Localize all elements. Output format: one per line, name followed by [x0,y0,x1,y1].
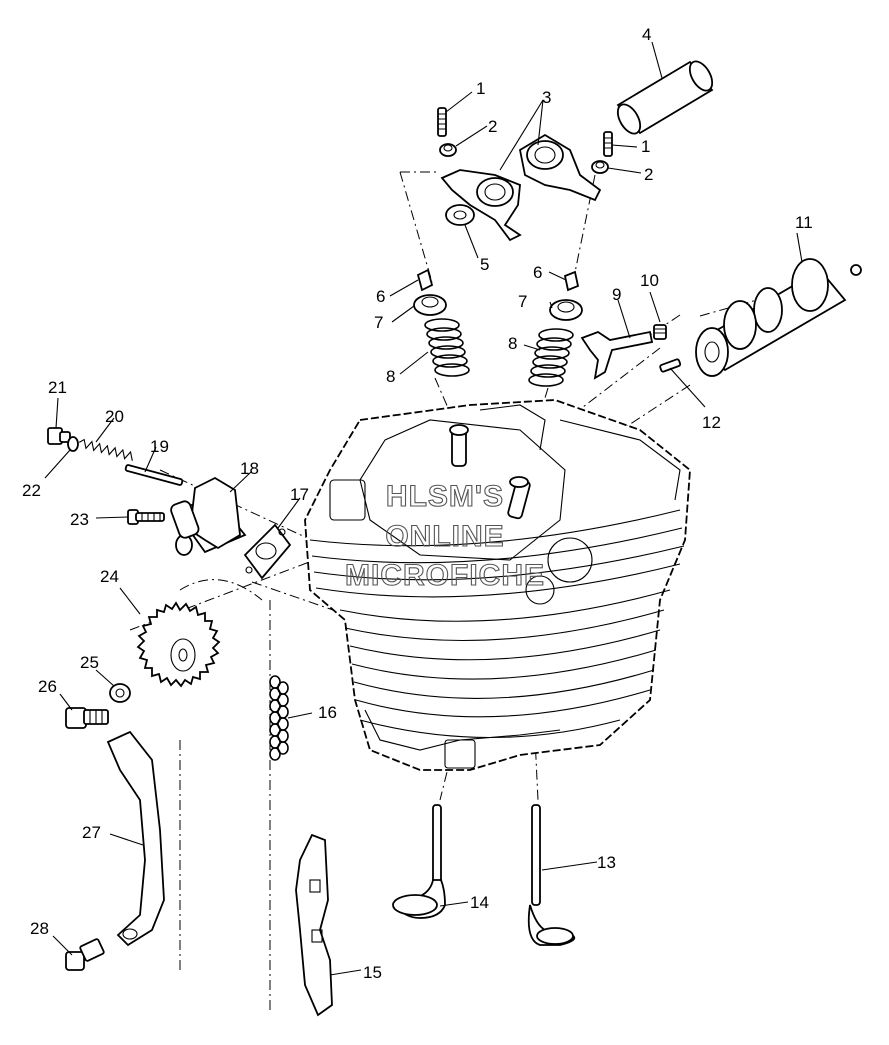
callout-labels: 1 1 2 2 3 4 5 6 6 7 7 8 8 9 10 11 12 13 … [22,25,813,982]
callout-3: 3 [542,88,551,107]
chain-guide [295,833,333,1017]
callout-1b: 1 [641,137,650,156]
tensioner-gasket [243,523,292,580]
tensioner-blade [106,730,165,947]
sprocket-bolt [65,707,109,729]
lock-nut [439,143,609,174]
callout-2a: 2 [488,117,497,136]
watermark-line-2: ONLINE [385,520,504,553]
tensioner-pushrod [124,464,184,486]
intake-valve [392,804,446,919]
sprocket-washer [109,683,131,703]
callout-16: 16 [318,703,337,722]
callout-22: 22 [22,481,41,500]
callout-6b: 6 [533,263,542,282]
o-ring [67,436,79,452]
valve-keeper [416,268,580,292]
pivot-bolt [65,938,105,971]
callout-10: 10 [640,271,659,290]
callout-13: 13 [597,853,616,872]
callout-6a: 6 [376,287,385,306]
callout-18: 18 [240,459,259,478]
callout-24: 24 [100,567,119,586]
callout-17: 17 [290,485,309,504]
callout-19: 19 [150,437,169,456]
tensioner-cap-bolt [47,427,71,445]
cam-sprocket [136,601,221,688]
valve-guides [449,424,531,520]
callout-4: 4 [642,25,651,44]
callout-15: 15 [363,963,382,982]
valve-spring [424,318,574,387]
callout-7b: 7 [518,292,527,311]
callout-12: 12 [702,413,721,432]
callout-9: 9 [612,285,621,304]
decompressor-spring [653,324,667,340]
adjuster-screw [437,107,613,157]
rocker-arm [440,133,602,242]
callout-21: 21 [48,378,67,397]
decompressor-lever [580,330,654,380]
leader-lines [44,41,803,976]
callout-14: 14 [470,893,489,912]
callout-23: 23 [70,510,89,529]
watermark-line-3: MICROFICHE [345,559,545,592]
callout-20: 20 [105,407,124,426]
watermark: HLSM'S ONLINE MICROFICHE [344,479,545,592]
cylinder-head [304,399,691,771]
callout-2b: 2 [644,165,653,184]
spring-retainer [413,294,583,321]
thrust-washer [445,204,475,226]
callout-7a: 7 [374,313,383,332]
decompressor-pin [659,358,682,373]
callout-27: 27 [82,823,101,842]
rocker-shaft [616,60,714,135]
chain-tensioner [170,476,247,556]
camshaft [695,258,862,377]
callout-5: 5 [480,255,489,274]
watermark-line-1: HLSM'S [386,480,504,513]
callout-25: 25 [80,653,99,672]
callout-11: 11 [795,213,813,232]
callout-26: 26 [38,677,57,696]
exhaust-valve [527,804,576,946]
callout-8b: 8 [508,334,517,353]
callout-8a: 8 [386,367,395,386]
callout-1a: 1 [476,79,485,98]
tensioner-spring [78,438,133,461]
cam-chain [269,675,289,761]
tensioner-bolt [127,509,165,525]
callout-28: 28 [30,919,49,938]
